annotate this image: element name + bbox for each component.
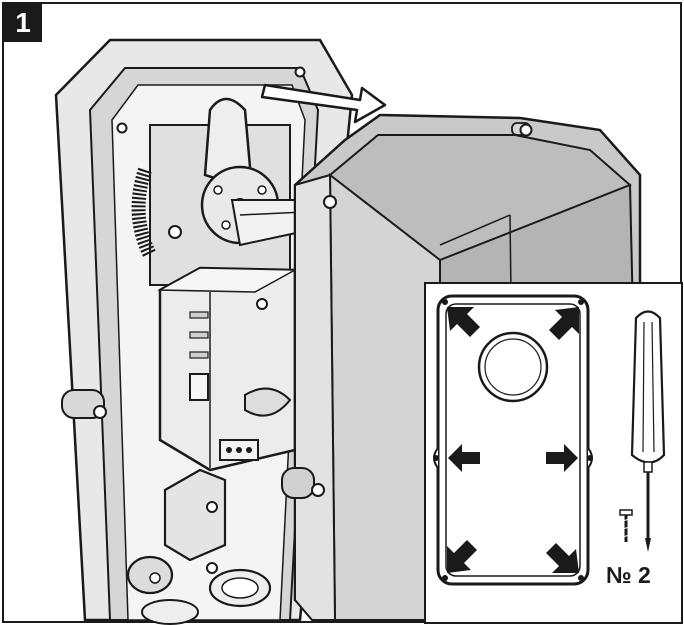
screw-hole-top-left (442, 299, 448, 305)
lower-fittings (126, 468, 272, 625)
screw-base-top-right (294, 66, 306, 78)
arrow-bottom-right-icon (546, 543, 579, 573)
screwdriver-size-label: № 2 (606, 562, 651, 588)
step-number-badge: 1 (4, 4, 42, 42)
arrow-mid-left-icon (448, 444, 480, 472)
fuse-holder (189, 373, 209, 401)
release-mechanism (131, 97, 312, 286)
screw-mechanism (168, 225, 182, 239)
screwdriver-icon (630, 310, 666, 552)
control-unit (157, 266, 298, 472)
screw-cover-hinge (311, 483, 325, 497)
screw-base-top-left (116, 122, 128, 134)
detail-inset (424, 282, 683, 624)
arrow-mid-right-icon (546, 444, 578, 472)
cover-plate-outline (436, 294, 590, 586)
screw-hole-mid-right (587, 455, 593, 461)
removal-direction-arrow (260, 83, 387, 124)
screw-icon (619, 509, 633, 542)
screw-hole-mid-left (433, 455, 439, 461)
cable-gland-left (126, 555, 174, 595)
hinge-tab-right (281, 467, 315, 499)
screw-cover-top-left (323, 195, 337, 209)
screw-hole-top-right (578, 299, 584, 305)
cable-opening (477, 331, 549, 403)
arrow-bottom-left-icon (447, 540, 477, 573)
screw-hinge-left (93, 405, 107, 419)
cable-clamp (163, 468, 227, 562)
screw-cover-top-right (519, 123, 533, 137)
screw-hole-bottom-left (442, 575, 448, 581)
arrow-top-right-icon (549, 307, 579, 340)
screw-hole-bottom-right (578, 575, 584, 581)
arrow-top-left-icon (447, 307, 480, 337)
release-knob (244, 387, 292, 417)
